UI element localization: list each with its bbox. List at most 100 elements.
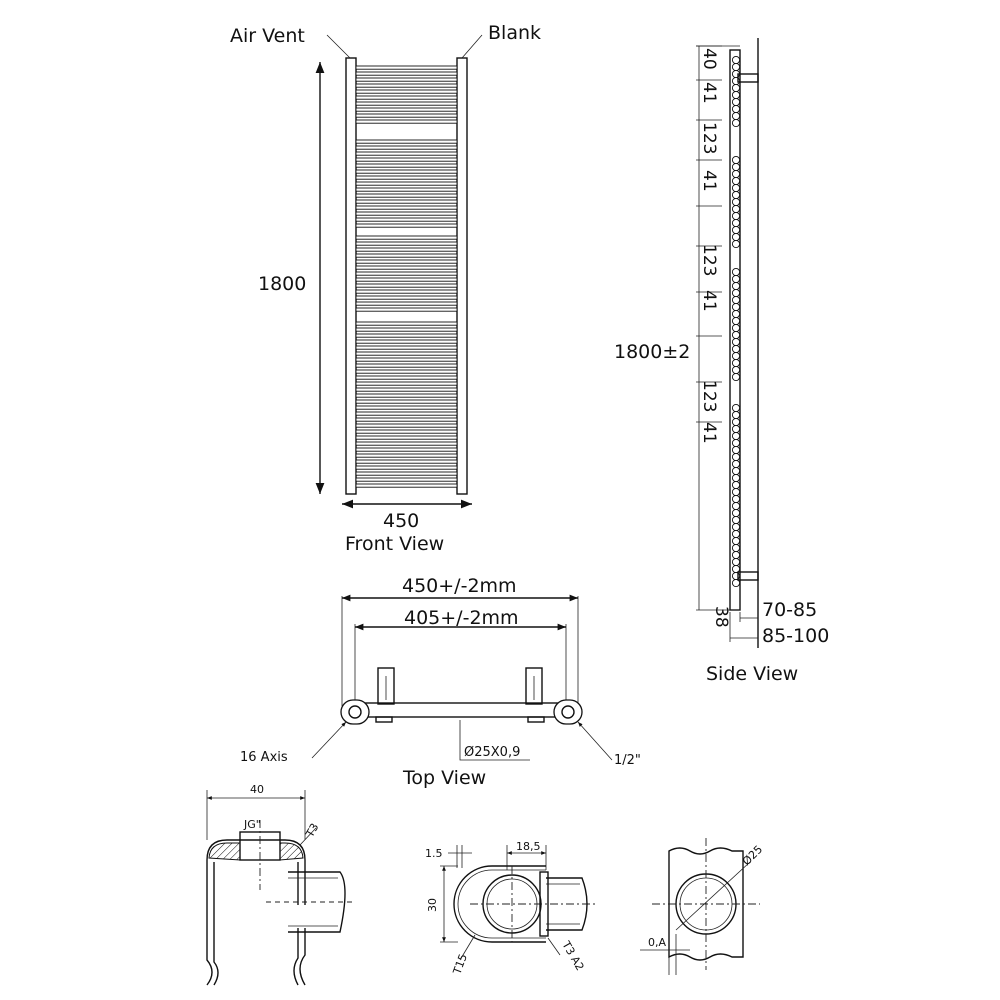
side-bar-end <box>731 550 741 560</box>
d2-wall-leader <box>459 934 476 961</box>
side-bar-end <box>731 494 741 504</box>
front-bar <box>355 107 458 112</box>
side-bar-end <box>731 155 741 165</box>
front-bar <box>355 417 458 422</box>
side-bar-end <box>731 480 741 490</box>
d1-body-right-lower <box>299 928 306 986</box>
side-bar-end <box>731 403 741 413</box>
blank-leader <box>461 34 483 59</box>
side-bar-end <box>731 288 741 298</box>
front-bar <box>355 113 458 118</box>
side-bar-end <box>731 204 741 214</box>
front-bar <box>355 465 458 470</box>
side-bar-end <box>731 543 741 553</box>
left-tube-clip <box>375 716 393 723</box>
front-bar <box>355 339 458 344</box>
detail-joint-section: 1.5 18,5 30 T15 T3 A2 <box>425 840 595 977</box>
top-bracket <box>737 73 759 83</box>
side-bar-end <box>731 111 741 121</box>
d1-body-left <box>206 860 213 986</box>
side-bar-end <box>731 522 741 532</box>
side-bar-end <box>731 239 741 249</box>
top-view: 450+/-2mm 405+/-2mm 16 Axis Ø25X0,9 1/2"… <box>240 575 641 789</box>
right-wall-bracket <box>525 667 543 705</box>
d1-wall-leader <box>299 827 317 846</box>
front-bar <box>355 411 458 416</box>
front-bar <box>355 175 458 180</box>
front-bar <box>355 205 458 210</box>
front-bar <box>355 471 458 476</box>
front-bar <box>355 101 458 106</box>
front-bar <box>355 435 458 440</box>
left-wall-bracket <box>377 667 395 705</box>
d3-offset-label: 0,A <box>648 936 666 949</box>
d2-length-label: 18,5 <box>516 840 541 853</box>
outer-width-label: 450+/-2mm <box>402 575 517 597</box>
front-bar <box>355 169 458 174</box>
inner-width-label: 405+/-2mm <box>404 607 519 629</box>
side-bar-end <box>731 211 741 221</box>
axis-label: 16 Axis <box>240 750 288 765</box>
front-view: Air Vent Blank 1800 450 Front View <box>230 22 541 555</box>
front-bar <box>355 301 458 306</box>
d1-inner-right <box>293 862 299 986</box>
side-bar-end <box>731 162 741 172</box>
front-height-label: 1800 <box>258 273 306 295</box>
side-bar-end <box>731 424 741 434</box>
front-bar <box>355 163 458 168</box>
d1-cap-hatch-left <box>208 842 241 861</box>
d1-side-tube <box>288 871 346 933</box>
side-segment-label: 41 <box>699 422 719 444</box>
tube-leader <box>459 720 530 761</box>
front-bar <box>355 321 458 326</box>
side-bar-end <box>731 183 741 193</box>
side-height-label: 1800±2 <box>614 341 690 363</box>
front-bar <box>355 119 458 124</box>
front-bar <box>355 217 458 222</box>
thread-label: 1/2" <box>614 753 641 768</box>
front-bar <box>355 381 458 386</box>
side-bar-end <box>731 323 741 333</box>
front-bar <box>355 357 458 362</box>
side-bar-end <box>731 309 741 319</box>
detail-tube-section: Ø25 0,A <box>640 838 765 975</box>
d1-inner-left <box>213 862 219 986</box>
front-bar <box>355 351 458 356</box>
front-bar <box>355 193 458 198</box>
side-bar-end <box>731 232 741 242</box>
front-bar <box>355 327 458 332</box>
front-bar <box>355 199 458 204</box>
d2-gap-label: 1.5 <box>425 847 443 860</box>
front-bar <box>355 369 458 374</box>
side-bar-end <box>731 225 741 235</box>
front-bar <box>355 247 458 252</box>
side-bar-end <box>731 274 741 284</box>
right-tube-clip <box>527 716 545 723</box>
depth-label-2: 85-100 <box>762 625 829 647</box>
front-bar <box>355 139 458 144</box>
d3-diameter-label: Ø25 <box>740 843 765 868</box>
front-bar <box>355 253 458 258</box>
cross-tube <box>354 702 567 718</box>
side-bar-end <box>731 118 741 128</box>
left-rail <box>345 57 357 495</box>
side-bar-end <box>731 536 741 546</box>
front-view-caption: Front View <box>345 533 444 555</box>
side-bar-end <box>731 410 741 420</box>
detail-rail-section: 40 JG" T3 <box>206 783 355 986</box>
d1-wall-label: T3 <box>303 821 322 840</box>
right-rail-section <box>553 699 583 725</box>
front-bar <box>355 265 458 270</box>
side-bar-end <box>731 267 741 277</box>
side-bar-end <box>731 501 741 511</box>
front-bar <box>355 223 458 228</box>
side-bar-end <box>731 344 741 354</box>
front-bar <box>355 477 458 482</box>
front-bar <box>355 363 458 368</box>
side-segment-label: 41 <box>699 290 719 312</box>
side-bar-end <box>731 218 741 228</box>
side-bar-end <box>731 372 741 382</box>
left-rail-section <box>340 699 370 725</box>
front-bar <box>355 283 458 288</box>
side-bar-end <box>731 438 741 448</box>
